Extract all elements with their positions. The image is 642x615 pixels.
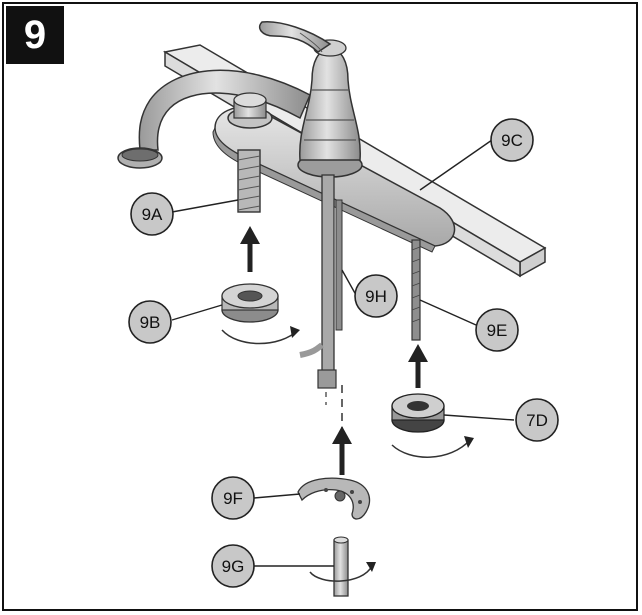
retaining-clip-9f xyxy=(297,477,371,520)
up-arrow-9f xyxy=(332,426,352,475)
svg-text:7D: 7D xyxy=(526,411,548,430)
leader-lines xyxy=(171,139,515,567)
mounting-nut-9b xyxy=(221,283,300,345)
tightening-tool-9g xyxy=(309,536,376,597)
supply-tube-9h xyxy=(299,174,343,440)
svg-text:9B: 9B xyxy=(140,313,161,332)
callout-7d: 7D xyxy=(515,398,559,442)
mounting-nut-7d xyxy=(391,393,474,458)
threaded-rod-9e xyxy=(411,239,421,341)
svg-text:9G: 9G xyxy=(222,557,245,576)
callout-9a: 9A xyxy=(130,192,174,236)
svg-text:9C: 9C xyxy=(501,131,523,150)
svg-text:9F: 9F xyxy=(223,489,243,508)
step-number-badge: 9 xyxy=(6,6,64,64)
callout-9h: 9H xyxy=(354,274,398,318)
svg-text:9E: 9E xyxy=(487,321,508,340)
callout-9g: 9G xyxy=(211,544,255,588)
faucet-spout xyxy=(117,69,311,169)
up-arrow-9b xyxy=(240,226,260,272)
up-arrow-7d xyxy=(408,344,428,388)
svg-text:9A: 9A xyxy=(142,205,163,224)
callout-9c: 9C xyxy=(490,118,534,162)
callout-9f: 9F xyxy=(211,476,255,520)
svg-text:9H: 9H xyxy=(365,287,387,306)
faucet-body xyxy=(258,21,363,178)
sprayer-base xyxy=(227,92,273,129)
threaded-stud-9a xyxy=(237,149,261,213)
callout-9b: 9B xyxy=(128,300,172,344)
callout-9e: 9E xyxy=(475,308,519,352)
